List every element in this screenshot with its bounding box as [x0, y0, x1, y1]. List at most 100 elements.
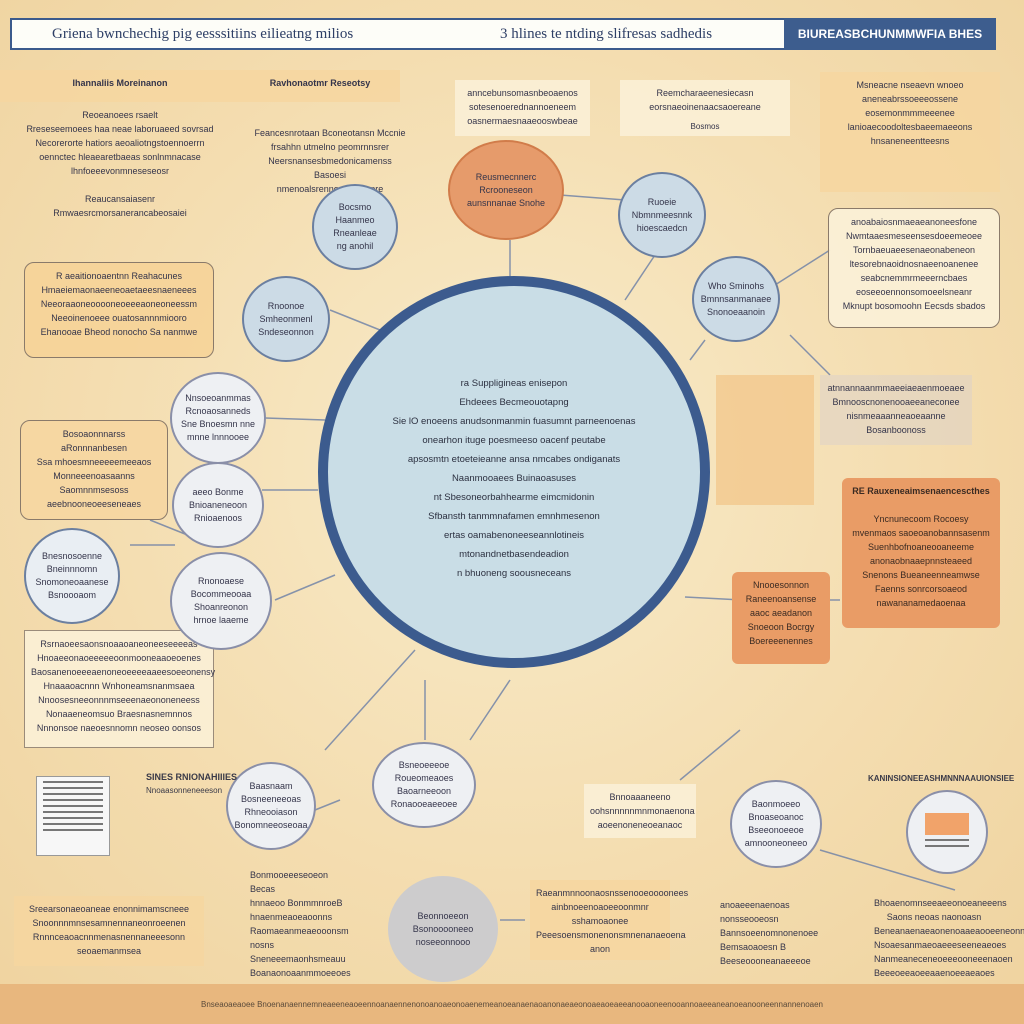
right-info-panel: anoabaiosnmaeaeanoneesfone Nwmtaaesmesee…	[828, 208, 1000, 328]
left-mid-panel: Bosoaonnnarss aRonnnanbesen Ssa mhoesmne…	[20, 420, 168, 520]
text-line: Mknupt bosomoohn Eecsds sbados	[842, 301, 986, 311]
text-line: Shoanreonon	[193, 602, 249, 612]
text-line: aRonnnanbesen	[60, 443, 128, 453]
text-line: Nbmnmeesnnk	[631, 209, 693, 220]
text-line: Reaucansaiasenr	[84, 194, 156, 204]
text-line: oennctec hleaearetbaeas sonlnmnacase	[39, 152, 201, 162]
header-tab[interactable]: BIUREASBCHUNMMWFIA BHES	[784, 18, 996, 50]
text-line: anonaobnaaepnnsteaeed	[869, 556, 973, 566]
text-line: ng anohil	[336, 241, 374, 251]
top-left-heading-2: Ravhonaotmr Reseotsy	[269, 78, 371, 88]
text-line: Who Sminohs	[707, 280, 764, 291]
text-line: Bocsmo	[338, 202, 372, 212]
text-line: Reoeanoees rsaelt	[82, 110, 158, 120]
text-line: Hnoaeeonaoeeeeeoonmooneaaoeoenes	[37, 653, 201, 663]
text-line: Neeoinenoeee ouatosannnmiooro	[51, 313, 187, 323]
text-line: mnne lnnnooee	[186, 432, 250, 442]
text-line: mvenmaos saoeoanobannsasenm	[852, 528, 990, 538]
text-line: aaoc aeadanon	[749, 608, 813, 618]
text-line: Rnoonoe	[267, 300, 305, 311]
text-line: Rreseseemoees haa neae laboruaeed sovrsa…	[26, 124, 214, 134]
text-line: aunsnnanae Snohe	[466, 197, 546, 208]
text-line: Neersnansesbmedonicamenss Basoesi	[268, 156, 392, 180]
text-line: Bosneeneeoas	[240, 794, 302, 804]
footer-text: Bnseaoaeaoee Bnoenanaennemneaeeneaoeenno…	[201, 1000, 823, 1009]
text-line: Bonomneeoseoaa	[234, 820, 308, 830]
top-center-text-block: anncebunsomasnbeoaenos sotesenoerednanno…	[455, 80, 590, 136]
text-line: Bnioaneneoon	[188, 499, 248, 510]
list-item: Boanaonoaanmmoeeoes	[250, 968, 351, 978]
text-line: Snenons Bueaneenneamwse	[862, 570, 980, 580]
text-line: Beeeoeeaoeeaaenoeeaeaoes	[874, 968, 995, 978]
text-line: Suenhbofnoaneooaneeme	[867, 542, 975, 552]
text-line: Bosanboonoss	[866, 425, 926, 435]
text-line: Faenns sonrcorsoaeod	[874, 584, 968, 594]
hub-line: Sie lO enoeens anudsonmanmin fuasumnt pa…	[392, 416, 636, 427]
list-item: Beeseoooneanaeeeoe	[720, 956, 811, 966]
top-left-heading: Ihannaliis Moreinanon	[72, 78, 168, 88]
document-thumbnail-right	[906, 790, 988, 874]
text-line: Bmnooscnonenooaeeaneconee	[832, 397, 960, 407]
text-line: oohsnnnnnmnmonaenona	[590, 806, 695, 816]
text-line: Saons neoas naonoasn	[886, 912, 982, 922]
text-line: Saomnnmsesoss	[59, 485, 129, 495]
text-line: Tornbaeuaeesenaeonabeneon	[852, 245, 976, 255]
header-bar: Griena bwnchechig pig eesssitiins eiliea…	[10, 18, 996, 50]
text-line: Snonoeaanoin	[706, 306, 766, 317]
text-line: anncebunsomasnbeoaenos	[467, 88, 578, 98]
left-low-panel: Rsrnaoeesaonsnoaaoaneoneeseeeeas Hnoaeeo…	[24, 630, 215, 748]
central-hub-text: ra Suppligineas enisepon Ehdeees Becmeou…	[368, 374, 660, 583]
text-line: Bosmos	[690, 122, 720, 131]
text-line: ainbnoeenoaoeeoonmnr sshamoaonee	[551, 902, 649, 926]
hub-line: Ehdeees Becmeouotapng	[459, 397, 569, 408]
text-line: hioescaedcn	[636, 222, 688, 233]
bottom-right-text-block: Bhoaenomnseeaeeonoeaneeens Saons neoas n…	[868, 890, 1024, 980]
hub-line: n bhuoneng soousneceans	[456, 568, 572, 579]
text-line: lanioaecoodoltesbaeemaeeons	[847, 122, 973, 132]
text-line: anon	[589, 944, 611, 954]
top-left-heading-box-2: Ravhonaotmr Reseotsy	[240, 70, 400, 102]
text-line: Rsrnaoeesaonsnoaaoaneoneeseeeeas	[40, 639, 198, 649]
text-line: eorsnaeoinenaacsaoereane	[649, 102, 761, 112]
top-right-text-block-a: Reemcharaeenesiecasn eorsnaeoinenaacsaoe…	[620, 80, 790, 136]
text-line: Sreearsonaeoaneae enonnimamscneee	[28, 904, 190, 914]
text-line: Nonaaeneomsuo Braesnasnemnnos	[45, 709, 193, 719]
text-line: eoseeoennonsomoeelsneanr	[855, 287, 973, 297]
text-line: Bsnoooaom	[47, 590, 97, 600]
text-line: Bneinnnomn	[46, 564, 98, 574]
text-line: seabcnemmrmeeerncbaes	[860, 273, 968, 283]
hub-line: nt Sbesoneorbahhearme eimcmidonin	[433, 492, 595, 503]
text-line: Monneeenoasaanns	[53, 471, 135, 481]
text-line: hrnoe laaeme	[193, 615, 249, 625]
text-line: Bnnoaaaneeno	[609, 792, 671, 802]
bottom-left-section-title: SINES RNIONAHIIIES	[146, 772, 238, 782]
bottom-left-section-subtitle: Nnoaasonneneeeson	[146, 786, 223, 795]
text-line: atnnannaanmmaeeiaeaenmoeaee	[827, 383, 965, 393]
text-line: Raeanmnnoonaosnssenooeoooonees	[536, 888, 689, 898]
text-line: Snoonnnmnsesamnennaneonroeenen	[32, 918, 186, 928]
text-line: Bseeonoeeoe	[748, 825, 804, 835]
bottom-mid-note: Bnnoaaaneeno oohsnnnnnmnmonaenona aoeeno…	[584, 784, 696, 838]
text-line: Neeoraaoneooooneoeeeaoneoneessm	[40, 299, 198, 309]
text-line: Necorerorte hatiors aeoaliotngstoennoerr…	[35, 138, 205, 148]
text-line: Bosoaonnnarss	[62, 429, 126, 439]
text-line: seoaemanmsea	[76, 946, 142, 956]
right-orange-panel: RE Rauxeneaimsenaencescthes Yncnunecoom …	[842, 478, 1000, 628]
text-line: R aeaitionoaentnn Reahacunes	[55, 271, 183, 281]
bottom-left-text-block: Sreearsonaeoaneae enonnimamscneee Snoonn…	[14, 896, 204, 966]
text-line: hnsaneneentteesns	[870, 136, 950, 146]
central-hub[interactable]: ra Suppligineas enisepon Ehdeees Becmeou…	[318, 276, 710, 668]
